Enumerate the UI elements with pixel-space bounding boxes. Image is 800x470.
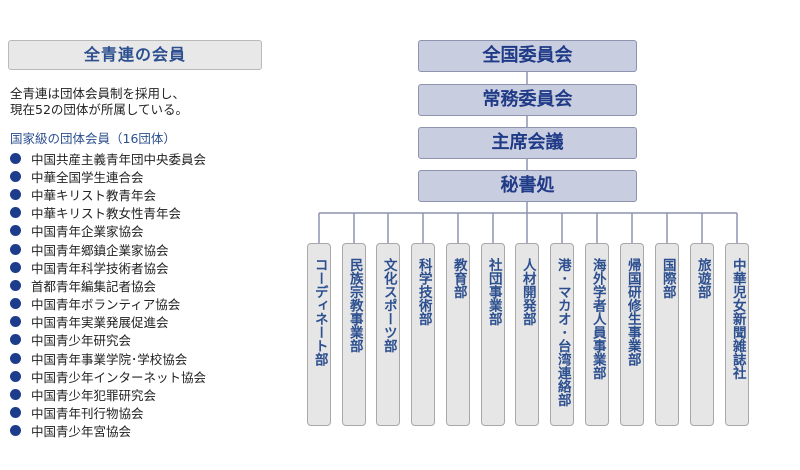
bullet-icon — [10, 425, 21, 437]
standing-committee-box: 常務委員会 — [418, 84, 637, 116]
dept-box: 科学技術部 — [411, 243, 435, 426]
bullet-icon — [10, 316, 21, 328]
list-item: 中国青年刊行物協会 — [10, 404, 206, 422]
bullet-icon — [10, 279, 21, 291]
bullet-icon — [10, 261, 21, 273]
bullet-icon — [10, 352, 21, 364]
dept-box: 港･マカオ･台湾連絡部 — [550, 243, 574, 426]
members-panel-title: 全青連の会員 — [8, 40, 262, 70]
intro-line-2: 現在52の団体が所属している。 — [10, 102, 189, 117]
list-item: 中華キリスト教女性青年会 — [10, 204, 206, 222]
bullet-icon — [10, 207, 21, 219]
list-item: 中国青少年研究会 — [10, 331, 206, 349]
bullet-icon — [10, 370, 21, 382]
list-item: 中国青年企業家協会 — [10, 222, 206, 240]
dept-box: 人材開発部 — [515, 243, 539, 426]
list-item: 中国青年ボランティア協会 — [10, 295, 206, 313]
bullet-icon — [10, 298, 21, 310]
list-item: 中国青少年宮協会 — [10, 422, 206, 440]
members-panel: 全青連の会員 全青連は団体会員制を採用し、 現在52の団体が所属している。 国家… — [0, 0, 290, 470]
national-committee-box: 全国委員会 — [418, 40, 637, 72]
bullet-icon — [10, 152, 21, 164]
bullet-icon — [10, 188, 21, 200]
bullet-icon — [10, 407, 21, 419]
dept-box: 旅遊部 — [690, 243, 714, 426]
bullet-icon — [10, 225, 21, 237]
bullet-icon — [10, 334, 21, 346]
secretariat-box: 秘書処 — [418, 170, 637, 202]
members-intro: 全青連は団体会員制を採用し、 現在52の団体が所属している。 — [10, 86, 280, 118]
dept-box: 国際部 — [655, 243, 679, 426]
list-item: 中国青年事業学院･学校協会 — [10, 349, 206, 367]
intro-line-1: 全青連は団体会員制を採用し、 — [10, 86, 186, 101]
national-members-subhead: 国家級の団体会員（16団体） — [10, 131, 176, 146]
bullet-icon — [10, 389, 21, 401]
list-item: 中国青年郷鎮企業家協会 — [10, 240, 206, 258]
bullet-icon — [10, 170, 21, 182]
member-list: 中国共産主義青年団中央委員会 中華全国学生連合会 中華キリスト教青年会 中華キリ… — [10, 149, 206, 440]
list-item: 中国共産主義青年団中央委員会 — [10, 149, 206, 167]
list-item: 中華全国学生連合会 — [10, 167, 206, 185]
list-item: 中国青年実業発展促進会 — [10, 313, 206, 331]
list-item: 首都青年編集記者協会 — [10, 276, 206, 294]
dept-box: 文化スポーツ部 — [376, 243, 400, 426]
dept-box: 海外学者人員事業部 — [585, 243, 609, 426]
dept-box: 民族宗教事業部 — [342, 243, 366, 426]
list-item: 中国青年科学技術者協会 — [10, 258, 206, 276]
list-item: 中国青少年インターネット協会 — [10, 367, 206, 385]
dept-box: 中華児女新聞雑誌社 — [725, 243, 749, 426]
dept-box: 教育部 — [446, 243, 470, 426]
dept-box: コーディネート部 — [307, 243, 331, 426]
list-item: 中華キリスト教青年会 — [10, 185, 206, 203]
bullet-icon — [10, 243, 21, 255]
dept-box: 帰国研修生事業部 — [620, 243, 644, 426]
list-item: 中国青少年犯罪研究会 — [10, 385, 206, 403]
chair-meeting-box: 主席会議 — [418, 127, 637, 159]
dept-box: 社団事業部 — [481, 243, 505, 426]
